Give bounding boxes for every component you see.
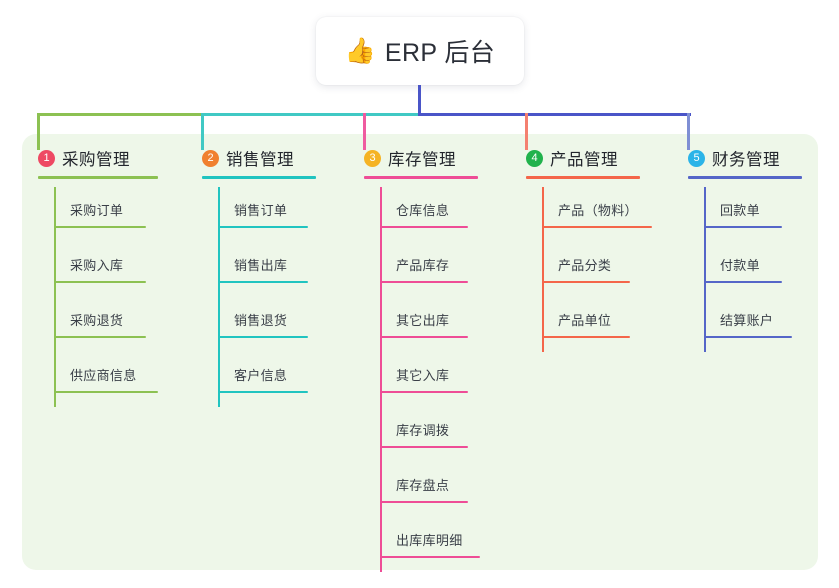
branch-item-label: 付款单 xyxy=(720,258,760,273)
branch-item-label: 回款单 xyxy=(720,203,760,218)
branch-item-label: 产品单位 xyxy=(558,313,612,328)
branch-item-rule xyxy=(380,501,468,503)
branch-item-label: 结算账户 xyxy=(720,313,774,328)
branch-spine-line xyxy=(704,187,706,352)
branch-item-rule xyxy=(54,281,146,283)
branch-item-rule xyxy=(218,226,308,228)
drop-stub-3 xyxy=(363,113,366,150)
branch-item-rule xyxy=(54,226,146,228)
branch-item-label: 其它出库 xyxy=(396,313,450,328)
branch-title: 库存管理 xyxy=(388,151,456,169)
drop-stub-4 xyxy=(525,113,528,150)
branch-item-rule xyxy=(218,336,308,338)
branch-spine-line xyxy=(542,187,544,352)
branch-column-库存管理: 3 库存管理仓库信息产品库存其它出库其它入库库存调拨库存盘点出库库明细 xyxy=(364,146,480,572)
branch-column-采购管理: 1 采购管理采购订单采购入库采购退货供应商信息 xyxy=(38,146,158,407)
branch-item-label: 销售退货 xyxy=(234,313,288,328)
branch-item-rule xyxy=(380,226,468,228)
branch-number-badge: 4 xyxy=(526,149,543,167)
root-node-title: ERP 后台 xyxy=(384,39,496,67)
branch-title: 采购管理 xyxy=(62,151,130,169)
branch-spine-line xyxy=(380,187,382,572)
trunk-line xyxy=(418,85,421,116)
branch-item-label: 库存调拨 xyxy=(396,423,450,438)
branch-header-财务管理[interactable]: 5 财务管理 xyxy=(688,146,780,170)
branch-header-rule xyxy=(688,176,802,179)
branch-header-库存管理[interactable]: 3 库存管理 xyxy=(364,146,456,170)
branch-item-rule xyxy=(542,336,630,338)
branch-item-rule xyxy=(704,281,782,283)
branch-item-rule xyxy=(380,391,468,393)
branch-item-label: 产品库存 xyxy=(396,258,450,273)
branch-item-rule xyxy=(542,281,630,283)
branch-item-rule xyxy=(704,336,792,338)
branch-item-rule xyxy=(380,446,468,448)
branch-number-badge: 3 xyxy=(364,149,381,167)
drop-stub-1 xyxy=(37,113,40,150)
branch-item-label: 客户信息 xyxy=(234,368,288,383)
branch-item-label: 产品分类 xyxy=(558,258,612,273)
bus-segment-1 xyxy=(37,113,203,116)
branch-header-产品管理[interactable]: 4 产品管理 xyxy=(526,146,618,170)
branch-item-rule xyxy=(54,391,158,393)
drop-stub-2 xyxy=(201,113,204,150)
thumbs-up-emoji: 👍 xyxy=(344,36,376,65)
branch-item-label: 出库库明细 xyxy=(396,533,463,548)
branch-item-label: 采购退货 xyxy=(70,313,124,328)
branch-number-badge: 2 xyxy=(202,149,219,167)
branch-item-rule xyxy=(218,281,308,283)
branch-item-rule xyxy=(380,336,468,338)
branch-column-产品管理: 4 产品管理产品（物料） 产品分类产品单位 xyxy=(526,146,652,352)
branch-item-rule xyxy=(218,391,308,393)
bus-segment-3 xyxy=(418,113,691,116)
branch-column-销售管理: 2 销售管理销售订单销售出库销售退货客户信息 xyxy=(202,146,316,407)
branch-item-label: 采购订单 xyxy=(70,203,124,218)
branch-spine-line xyxy=(218,187,220,407)
branch-item-rule xyxy=(380,556,480,558)
branch-item-label: 其它入库 xyxy=(396,368,450,383)
branch-item-label: 供应商信息 xyxy=(70,368,137,383)
branch-item-label: 仓库信息 xyxy=(396,203,450,218)
branch-item-rule xyxy=(542,226,652,228)
branch-item-label: 销售订单 xyxy=(234,203,288,218)
branch-item-label: 采购入库 xyxy=(70,258,124,273)
branch-item-label: 库存盘点 xyxy=(396,478,450,493)
branch-header-rule xyxy=(202,176,316,179)
branch-title: 财务管理 xyxy=(712,151,780,169)
branch-item-rule xyxy=(704,226,782,228)
branch-header-rule xyxy=(38,176,158,179)
diagram-background-panel xyxy=(22,134,818,570)
branch-header-rule xyxy=(364,176,478,179)
branch-column-财务管理: 5 财务管理回款单付款单结算账户 xyxy=(688,146,802,352)
bus-segment-2 xyxy=(201,113,420,116)
branch-item-rule xyxy=(54,336,146,338)
branch-number-badge: 5 xyxy=(688,149,705,167)
branch-spine-line xyxy=(54,187,56,407)
branch-item-rule xyxy=(380,281,468,283)
branch-item-label: 产品（物料） xyxy=(558,203,638,218)
drop-stub-5 xyxy=(687,113,690,150)
branch-title: 销售管理 xyxy=(226,151,294,169)
branch-title: 产品管理 xyxy=(550,151,618,169)
branch-item-label: 销售出库 xyxy=(234,258,288,273)
root-node-erp-backend[interactable]: 👍 ERP 后台 xyxy=(316,17,524,85)
branch-header-销售管理[interactable]: 2 销售管理 xyxy=(202,146,294,170)
branch-header-rule xyxy=(526,176,640,179)
branch-header-采购管理[interactable]: 1 采购管理 xyxy=(38,146,130,170)
branch-number-badge: 1 xyxy=(38,149,55,167)
